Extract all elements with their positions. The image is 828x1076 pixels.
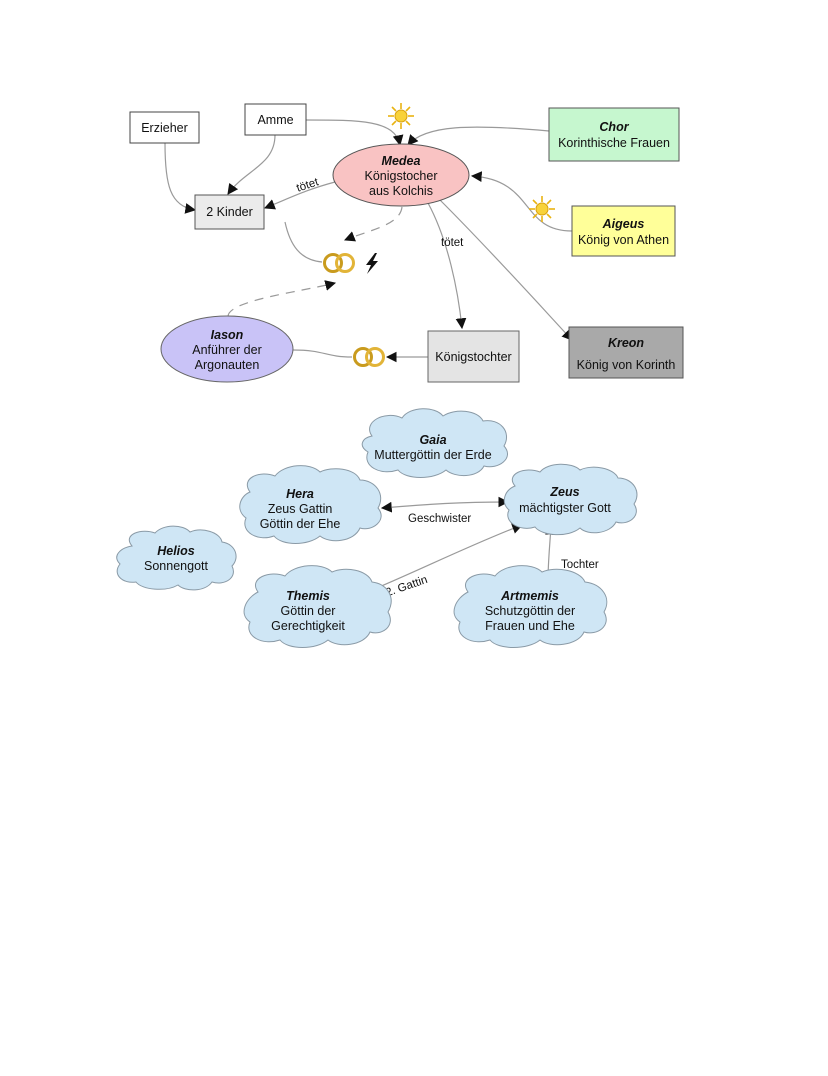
cloud-artmemis: Artmemis Schutzgöttin der Frauen und Ehe <box>453 565 608 648</box>
lightning-icon <box>366 253 378 274</box>
cloud-helios-title: Helios <box>157 544 195 558</box>
node-kreon-line1: König von Korinth <box>577 358 676 372</box>
node-iason-title: Iason <box>211 328 244 342</box>
cloud-themis-line1: Göttin der <box>281 604 336 618</box>
medea-map-edges <box>164 119 573 363</box>
edge-label-gattin: 2. Gattin <box>384 574 429 599</box>
node-kreon: Kreon König von Korinth <box>568 326 684 379</box>
edge-medea-kreon <box>439 199 573 341</box>
node-amme-label: Amme <box>257 113 293 127</box>
node-amme: Amme <box>244 103 307 136</box>
node-aigeus-line1: König von Athen <box>578 233 669 247</box>
node-kinder: 2 Kinder <box>194 194 265 230</box>
node-erzieher-label: Erzieher <box>141 121 188 135</box>
node-aigeus-title: Aigeus <box>602 217 645 231</box>
cloud-themis: Themis Göttin der Gerechtigkeit <box>243 565 392 648</box>
sun-icon <box>388 103 414 129</box>
edge-medea-koenigstochter <box>427 202 467 330</box>
cloud-helios-line1: Sonnengott <box>144 559 208 573</box>
cloud-zeus: Zeus mächtigster Gott <box>503 463 638 536</box>
cloud-zeus-line1: mächtigster Gott <box>519 501 611 515</box>
cloud-helios: Helios Sonnengott <box>116 525 237 591</box>
node-iason-line2: Argonauten <box>195 358 260 372</box>
edge-erzieher-kinder <box>164 142 197 214</box>
wedding-rings-icon <box>323 253 355 273</box>
node-chor-line1: Korinthische Frauen <box>558 136 670 150</box>
sun-icon <box>529 196 555 222</box>
edge-chor-medea <box>407 126 550 146</box>
edge-label-tochter: Tochter <box>561 559 599 571</box>
edge-iason-rings2 <box>292 349 353 358</box>
cloud-gaia-title: Gaia <box>419 433 446 447</box>
cloud-gaia: Gaia Muttergöttin der Erde <box>361 408 508 478</box>
node-koenigstochter-label: Königstochter <box>435 350 511 364</box>
node-iason: Iason Anführer der Argonauten <box>160 315 294 383</box>
node-medea-line2: aus Kolchis <box>369 184 433 198</box>
node-koenigstochter: Königstochter <box>427 330 520 383</box>
wedding-rings-icon <box>353 347 385 367</box>
node-aigeus: Aigeus König von Athen <box>571 205 676 257</box>
edge-amme-kinder <box>227 134 276 195</box>
cloud-artmemis-title: Artmemis <box>500 589 559 603</box>
edge-label-toetet-koenigstochter: tötet <box>441 237 464 249</box>
node-medea-title: Medea <box>382 154 421 168</box>
cloud-artmemis-line1: Schutzgöttin der <box>485 604 575 618</box>
cloud-artmemis-line2: Frauen und Ehe <box>485 619 575 633</box>
cloud-gaia-line1: Muttergöttin der Erde <box>374 448 491 462</box>
edge-kinder-rings <box>284 221 323 263</box>
edge-hera-zeus-geschwister <box>380 496 510 513</box>
node-medea: Medea Königstocher aus Kolchis <box>332 143 470 207</box>
cloud-hera: Hera Zeus Gattin Göttin der Ehe <box>239 465 382 544</box>
cloud-hera-line2: Göttin der Ehe <box>260 517 341 531</box>
edge-medea-kinder <box>263 181 336 210</box>
node-erzieher: Erzieher <box>129 111 200 144</box>
cloud-hera-line1: Zeus Gattin <box>268 502 333 516</box>
node-chor-title: Chor <box>599 120 629 134</box>
node-iason-line1: Anführer der <box>192 343 261 357</box>
edge-label-toetet-kinder: tötet <box>295 176 321 195</box>
edge-amme-medea <box>305 119 404 147</box>
node-medea-line1: Königstocher <box>365 169 438 183</box>
edge-label-geschwister: Geschwister <box>408 513 471 525</box>
node-chor: Chor Korinthische Frauen <box>548 107 680 162</box>
cloud-themis-line2: Gerechtigkeit <box>271 619 345 633</box>
edge-aigeus-medea <box>470 171 573 232</box>
edge-themis-zeus <box>371 523 524 591</box>
cloud-hera-title: Hera <box>286 487 314 501</box>
node-kinder-label: 2 Kinder <box>206 205 253 219</box>
edge-medea-rings-dashed <box>343 206 403 242</box>
edge-iason-rings-dashed <box>227 280 337 317</box>
cloud-zeus-title: Zeus <box>549 485 579 499</box>
cloud-themis-title: Themis <box>286 589 330 603</box>
node-kreon-title: Kreon <box>608 336 644 350</box>
